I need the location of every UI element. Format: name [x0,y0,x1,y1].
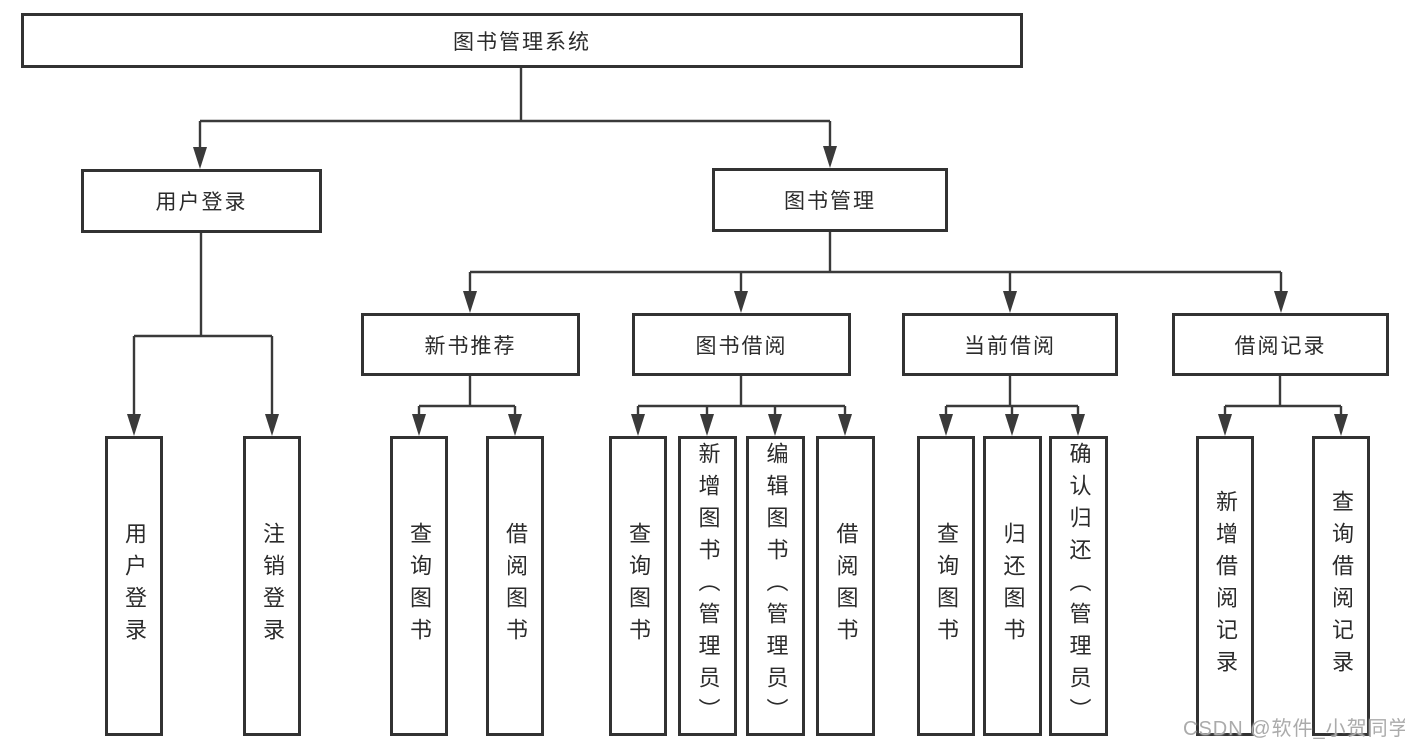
node-label: 图书管理系统 [453,30,591,54]
node-label: 新增图书（管理员） [695,442,721,730]
leaf-user-login: 用户登录 [105,436,163,736]
node-label: 用户登录 [122,522,147,650]
node-new-book-recommend: 新书推荐 [361,313,580,376]
leaf-borrow-books: 借阅图书 [816,436,875,736]
node-label: 借阅记录 [1234,334,1327,358]
node-library-management-system: 图书管理系统 [21,13,1023,68]
leaf-return-book: 归还图书 [983,436,1042,736]
node-label: 归还图书 [1000,522,1026,650]
csdn-watermark: CSDN @软件_小贺同学 [1183,718,1405,740]
node-label: 图书借阅 [695,334,788,358]
leaf-query-books-current: 查询图书 [917,436,975,736]
node-label: 借阅图书 [503,522,528,650]
node-borrow-records: 借阅记录 [1172,313,1389,376]
leaf-logout: 注销登录 [243,436,301,736]
leaf-borrow-books-recommend: 借阅图书 [486,436,544,736]
node-label: 借阅图书 [833,522,859,650]
node-book-management: 图书管理 [712,168,948,232]
node-book-borrow: 图书借阅 [632,313,851,376]
leaf-add-book-admin: 新增图书（管理员） [678,436,737,736]
node-label: 当前借阅 [964,334,1056,358]
node-label: 用户登录 [155,191,248,214]
node-user-login-branch: 用户登录 [81,169,322,233]
node-label: 编辑图书（管理员） [763,442,789,730]
leaf-query-books-recommend: 查询图书 [390,436,448,736]
node-current-borrow: 当前借阅 [902,313,1118,376]
node-label: 注销登录 [260,522,285,650]
leaf-edit-book-admin: 编辑图书（管理员） [746,436,805,736]
node-label: 确认归还（管理员） [1066,442,1092,730]
node-label: 新增借阅记录 [1213,490,1238,682]
node-label: 查询图书 [407,522,432,650]
node-label: 图书管理 [784,190,876,213]
leaf-add-borrow-record: 新增借阅记录 [1196,436,1254,736]
node-label: 查询借阅记录 [1329,490,1354,682]
leaf-query-borrow-record: 查询借阅记录 [1312,436,1370,736]
leaf-query-books-borrow: 查询图书 [609,436,667,736]
leaf-confirm-return-admin: 确认归还（管理员） [1049,436,1108,736]
node-label: 查询图书 [934,522,959,650]
node-label: 查询图书 [626,522,651,650]
node-label: 新书推荐 [424,334,517,358]
